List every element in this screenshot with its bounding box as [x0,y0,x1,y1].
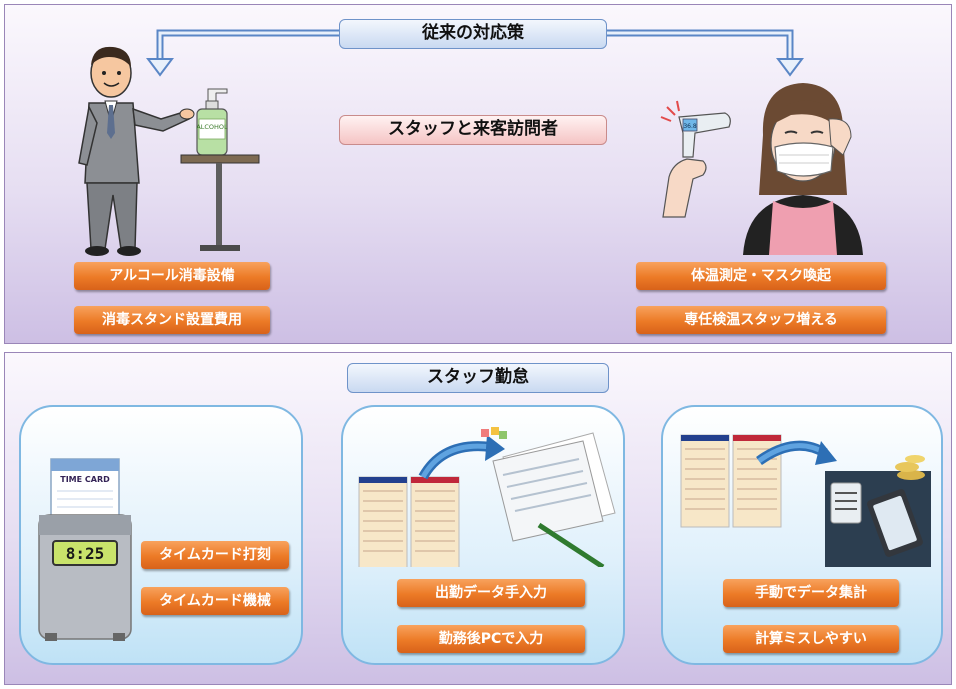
clock-display: 8:25 [66,544,105,563]
businessman-illustration [78,46,195,256]
top-subtitle: スタッフと来客訪問者 [339,115,607,145]
time-clock-illustration: TIME CARD 8:25 [38,458,132,641]
bottle-label: ALCOHOL [196,123,228,131]
bottom-panel: スタッフ勤怠 TIME CARD 8:25 タイムカード打刻 タイムカード機械 [4,352,952,685]
label-alcohol-equipment: アルコール消毒設備 [74,262,270,290]
label-calculation-errors: 計算ミスしやすい [723,625,899,653]
bottom-title: スタッフ勤怠 [347,363,609,393]
ledger-to-calculator-illustration [680,434,931,567]
card-manual-entry: 出勤データ手入力 勤務後PCで入力 [341,405,625,665]
top-title: 従来の対応策 [339,19,607,49]
label-temperature-mask: 体温測定・マスク喚起 [636,262,886,290]
woman-with-mask-illustration [743,83,863,255]
label-time-card-machine: タイムカード機械 [141,587,289,615]
label-manual-attendance-entry: 出勤データ手入力 [397,579,585,607]
alcohol-stand-illustration: ALCOHOL [180,88,260,251]
card-manual-aggregation: 手動でデータ集計 計算ミスしやすい [661,405,943,665]
arrow-down-right-icon [776,58,804,77]
thermometer-hand-illustration: 36.8 [660,100,731,218]
card-time-card: TIME CARD 8:25 タイムカード打刻 タイムカード機械 [19,405,303,665]
label-pc-entry-after-work: 勤務後PCで入力 [397,625,585,653]
bracket-arrows [146,29,804,77]
thermometer-reading: 36.8 [683,123,697,130]
label-time-card-stamp: タイムカード打刻 [141,541,289,569]
arrow-down-left-icon [146,58,174,77]
top-panel: 従来の対応策 スタッフと来客訪問者 ALCOHOL アルコール消毒設備 消毒スタ… [4,4,952,344]
ledger-to-form-illustration [358,427,616,567]
arrow-right-icon [485,435,505,461]
label-dedicated-staff: 専任検温スタッフ増える [636,306,886,334]
time-card-text: TIME CARD [60,475,110,484]
label-manual-data-aggregation: 手動でデータ集計 [723,579,899,607]
label-stand-cost: 消毒スタンド設置費用 [74,306,270,334]
arrow-right-icon [815,441,837,465]
